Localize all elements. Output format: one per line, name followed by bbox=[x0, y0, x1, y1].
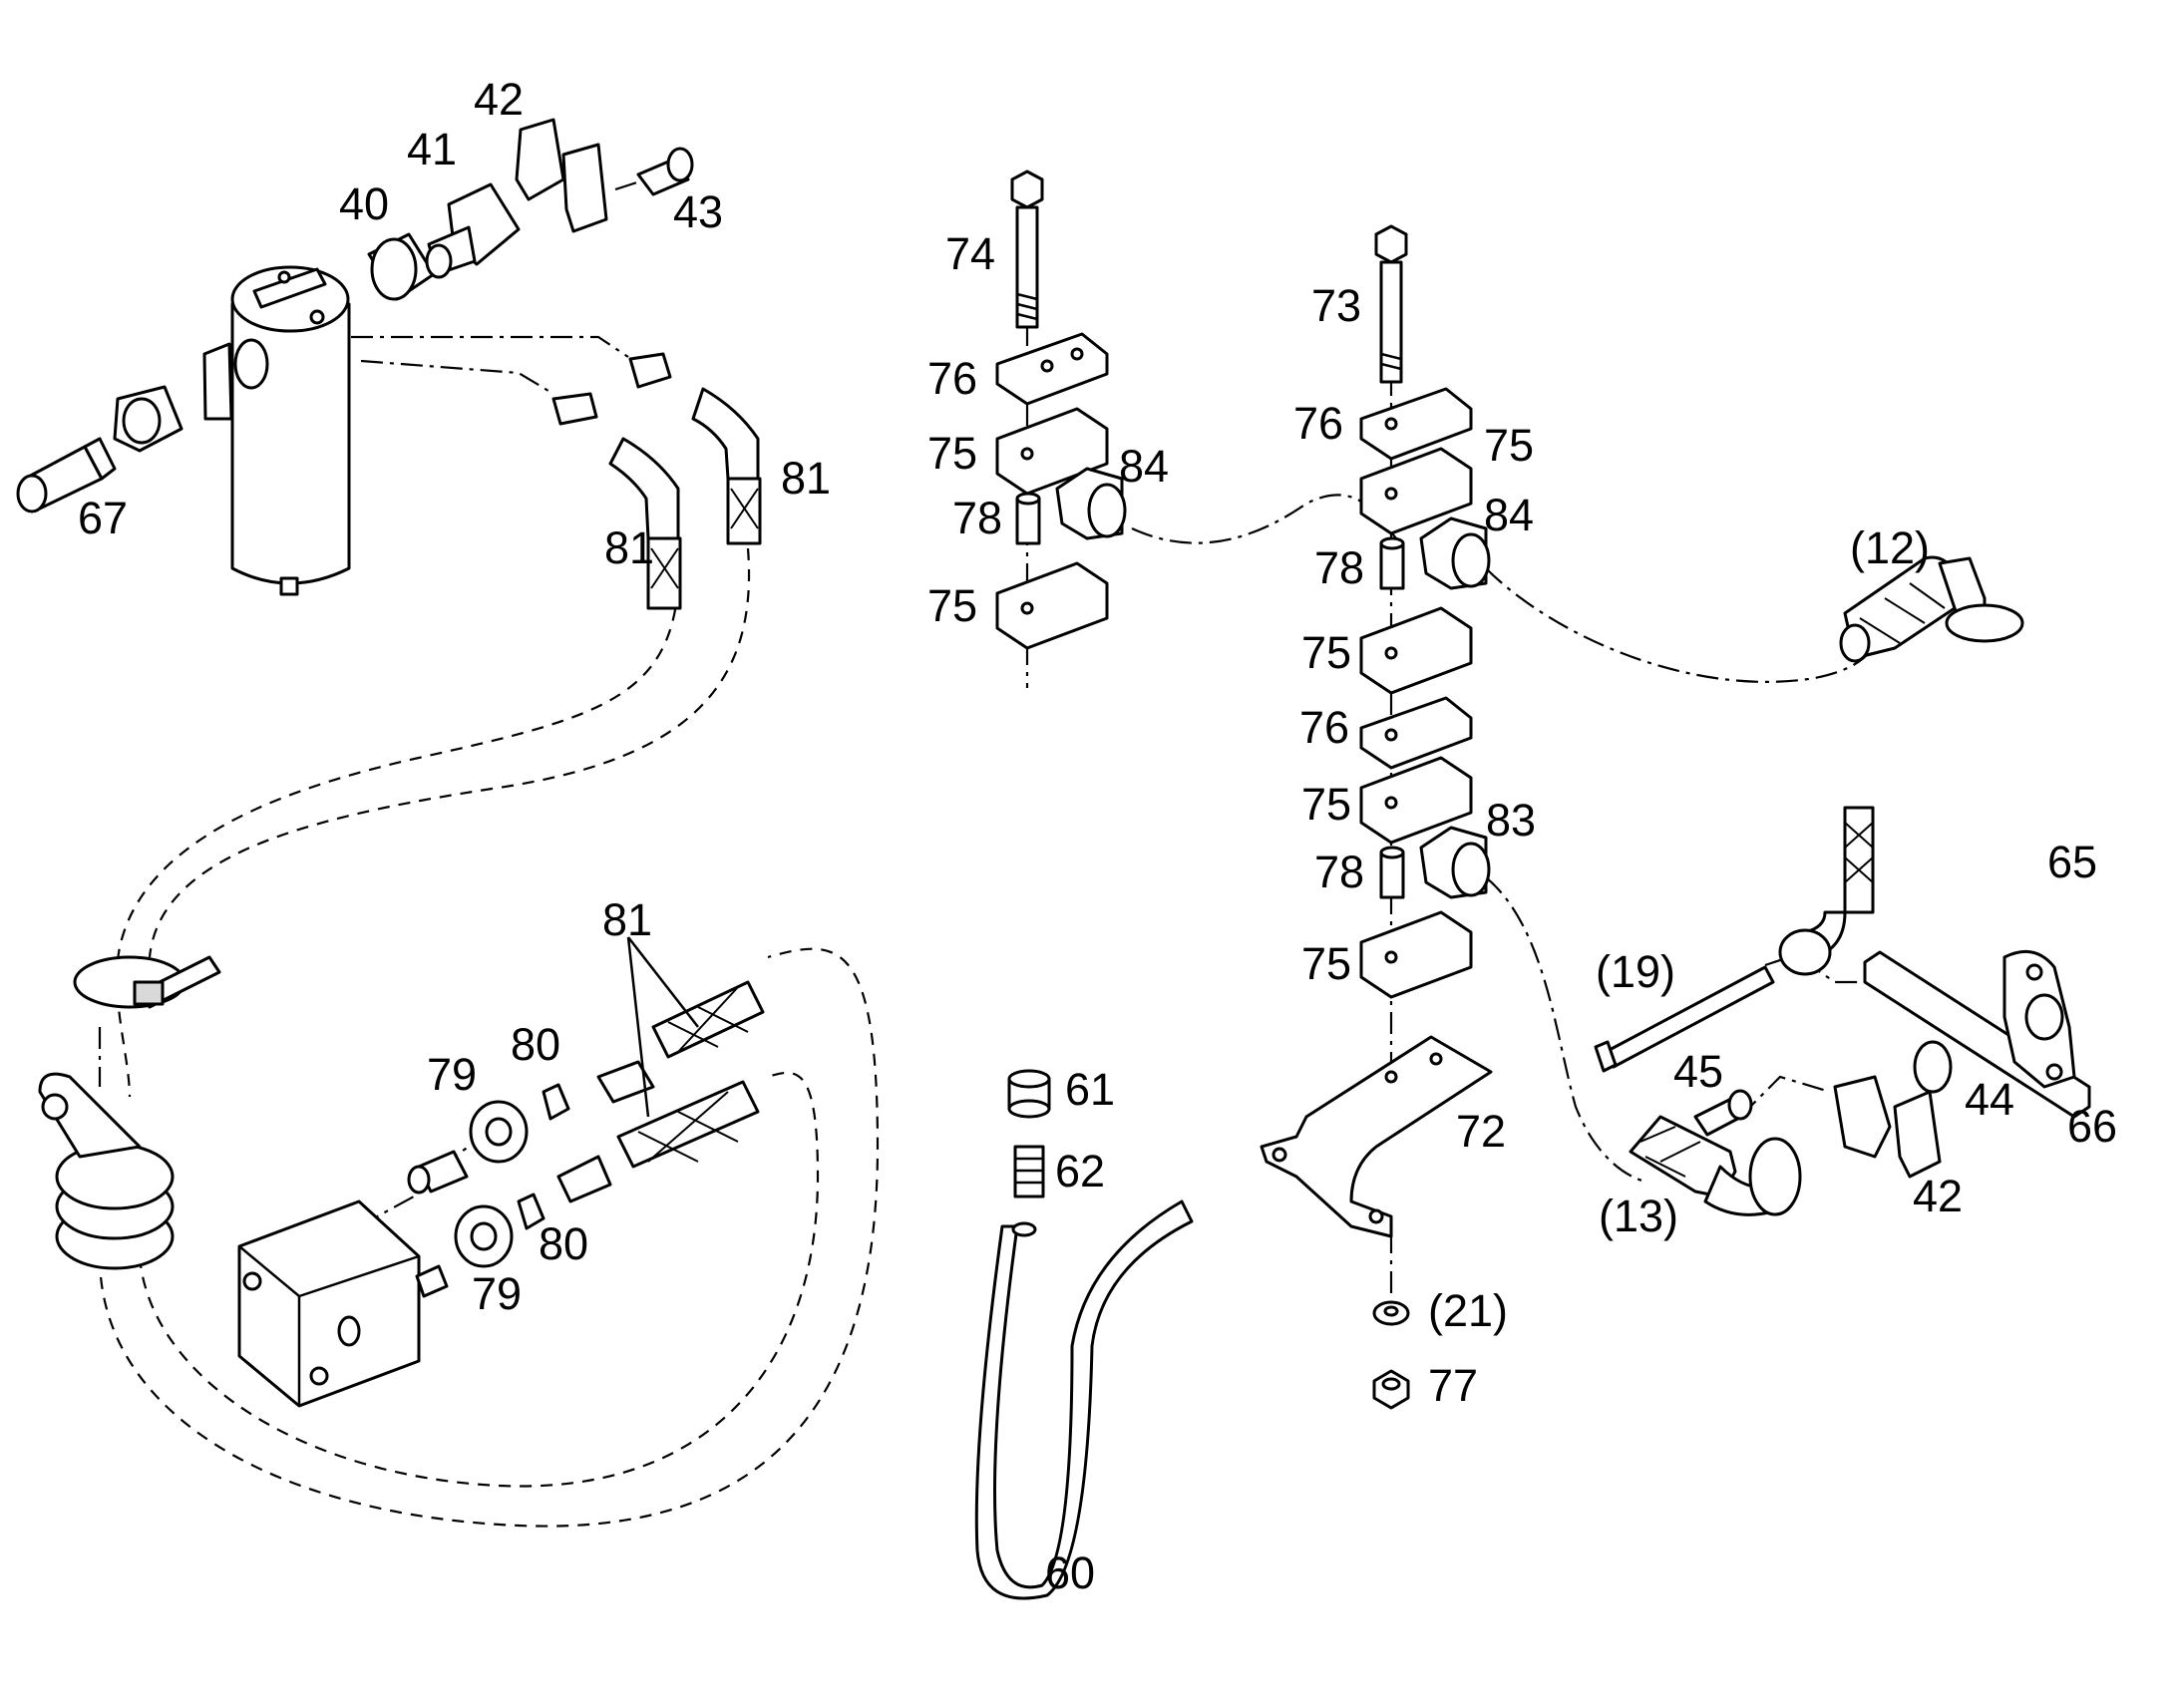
cap-61 bbox=[1007, 1069, 1051, 1119]
hose-81-upper bbox=[596, 980, 765, 1104]
bushing-84b bbox=[1419, 516, 1491, 590]
label-75e: 75 bbox=[1301, 779, 1351, 830]
label-76a: 76 bbox=[927, 353, 977, 404]
bushing-83 bbox=[1419, 826, 1491, 899]
plate-76a bbox=[995, 332, 1109, 406]
hose-elbow-13 bbox=[1629, 1115, 1802, 1216]
hose-fittings-81 bbox=[551, 352, 762, 610]
bolt-19 bbox=[1594, 965, 1775, 1073]
label-81c: 81 bbox=[602, 894, 652, 945]
hose-clamp-coil bbox=[38, 1072, 175, 1270]
label-78b: 78 bbox=[1314, 542, 1364, 593]
hose-65 bbox=[1778, 806, 1875, 976]
block-75e bbox=[1359, 756, 1473, 845]
leader-81 bbox=[626, 936, 699, 1118]
nut-77 bbox=[1372, 1369, 1410, 1410]
plate-66 bbox=[1863, 949, 2091, 1119]
spacer-78b bbox=[1379, 536, 1405, 590]
nipple-62 bbox=[1013, 1145, 1045, 1198]
block-75b bbox=[995, 561, 1109, 650]
label-80a: 80 bbox=[511, 1019, 560, 1070]
label-84b: 84 bbox=[1484, 490, 1534, 540]
sleeve-80a bbox=[542, 1083, 570, 1121]
label-41: 41 bbox=[407, 124, 457, 174]
block-75c bbox=[1359, 447, 1473, 535]
label-45: 45 bbox=[1673, 1046, 1723, 1097]
spacer-78a bbox=[1015, 492, 1041, 545]
label-78c: 78 bbox=[1314, 847, 1364, 897]
label-75c: 75 bbox=[1484, 420, 1534, 471]
hose-elbow-12 bbox=[1839, 555, 2024, 663]
label-67: 67 bbox=[78, 493, 128, 543]
label-75a: 75 bbox=[927, 428, 977, 479]
label-61: 61 bbox=[1065, 1064, 1115, 1115]
label-13: (13) bbox=[1599, 1191, 1678, 1241]
nut-79b bbox=[454, 1204, 514, 1268]
label-75b: 75 bbox=[927, 580, 977, 631]
label-75d: 75 bbox=[1301, 627, 1351, 678]
label-84a: 84 bbox=[1119, 441, 1169, 492]
washer-21 bbox=[1372, 1300, 1410, 1326]
bushing-84a bbox=[1055, 467, 1127, 540]
sleeve-80b bbox=[517, 1193, 545, 1230]
block-75f bbox=[1359, 910, 1473, 999]
label-66: 66 bbox=[2067, 1101, 2117, 1152]
label-83: 83 bbox=[1486, 795, 1536, 846]
connector-fittings bbox=[407, 1150, 469, 1298]
adapter-40 bbox=[367, 232, 436, 301]
label-19: (19) bbox=[1596, 946, 1675, 997]
label-77: 77 bbox=[1428, 1360, 1478, 1411]
label-80b: 80 bbox=[539, 1218, 588, 1269]
label-79a: 79 bbox=[427, 1049, 477, 1100]
label-62: 62 bbox=[1055, 1146, 1105, 1196]
label-73: 73 bbox=[1311, 280, 1361, 331]
nut-79a bbox=[469, 1100, 529, 1164]
label-21: (21) bbox=[1428, 1285, 1508, 1336]
label-40: 40 bbox=[339, 178, 389, 229]
label-44: 44 bbox=[1965, 1074, 2014, 1125]
nut-67 bbox=[113, 385, 183, 453]
bolt-74 bbox=[1010, 170, 1044, 329]
label-12: (12) bbox=[1850, 522, 1930, 573]
label-42a: 42 bbox=[474, 74, 524, 125]
label-76b: 76 bbox=[1293, 398, 1343, 449]
bolt-45 bbox=[1693, 1089, 1753, 1137]
flange-41 bbox=[425, 182, 521, 279]
label-60: 60 bbox=[1045, 1547, 1095, 1598]
label-75f: 75 bbox=[1301, 938, 1351, 989]
label-79b: 79 bbox=[472, 1268, 522, 1319]
part-labels: 40 41 42 43 67 81 81 81 74 76 75 84 78 7… bbox=[78, 74, 2117, 1598]
fitting-67 bbox=[16, 437, 117, 513]
label-76c: 76 bbox=[1299, 702, 1349, 753]
label-78a: 78 bbox=[952, 493, 1002, 543]
hose-81-lower bbox=[556, 1080, 760, 1203]
plate-76b bbox=[1359, 387, 1473, 461]
spacer-78c bbox=[1379, 846, 1405, 899]
bolt-43 bbox=[636, 147, 694, 196]
label-81a: 81 bbox=[781, 453, 831, 504]
label-65: 65 bbox=[2047, 837, 2097, 887]
label-42b: 42 bbox=[1913, 1171, 1963, 1221]
clamp-half-42a bbox=[515, 118, 608, 233]
block-75d bbox=[1359, 606, 1473, 695]
hose-60 bbox=[974, 1199, 1194, 1600]
junction-box bbox=[237, 1199, 421, 1408]
label-81b: 81 bbox=[604, 522, 654, 573]
plate-76c bbox=[1359, 696, 1473, 770]
bolt-73 bbox=[1374, 224, 1408, 384]
label-43: 43 bbox=[673, 186, 723, 237]
cable-tie bbox=[73, 955, 221, 1009]
label-74: 74 bbox=[945, 228, 995, 279]
filter-housing bbox=[202, 265, 351, 596]
bracket-72 bbox=[1260, 1035, 1493, 1238]
o-ring-44 bbox=[1913, 1040, 1953, 1094]
label-72: 72 bbox=[1456, 1106, 1506, 1157]
clamp-half-42b bbox=[1833, 1075, 1942, 1179]
